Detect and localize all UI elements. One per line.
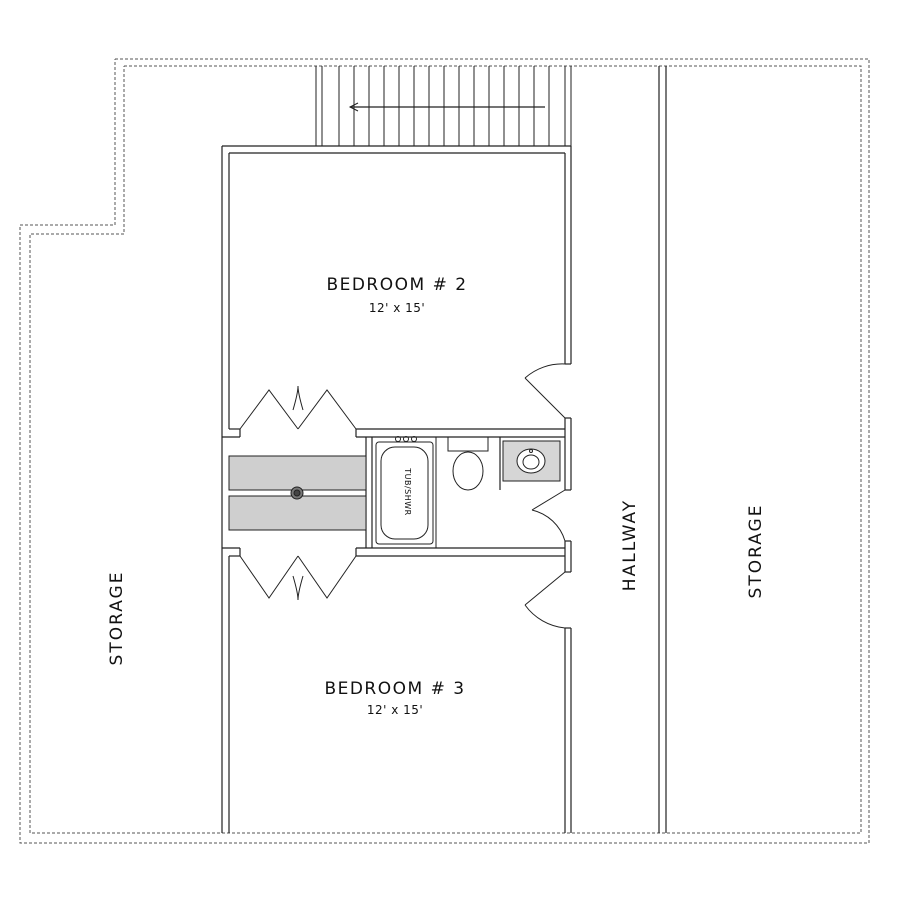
bathroom-fixtures — [375, 436, 561, 548]
outer-dashed-outline — [19, 58, 870, 844]
storage-left-label: STORAGE — [107, 571, 127, 666]
hallway-label: HALLWAY — [620, 499, 640, 591]
bedroom2-name: BEDROOM # 2 — [326, 275, 467, 295]
bedroom-walls — [221, 145, 572, 833]
closet-shelves — [228, 455, 367, 531]
closet-doors — [239, 385, 357, 601]
storage-right-label: STORAGE — [746, 504, 766, 599]
hallway-wall — [658, 66, 667, 833]
bedroom3-name: BEDROOM # 3 — [324, 679, 465, 699]
swing-doors — [524, 363, 566, 629]
stairs — [315, 66, 572, 146]
bedroom3-dimensions: 12' x 15' — [367, 703, 423, 717]
tub-label: TUB/SHWR — [403, 467, 412, 516]
bedroom2-dimensions: 12' x 15' — [369, 301, 425, 315]
